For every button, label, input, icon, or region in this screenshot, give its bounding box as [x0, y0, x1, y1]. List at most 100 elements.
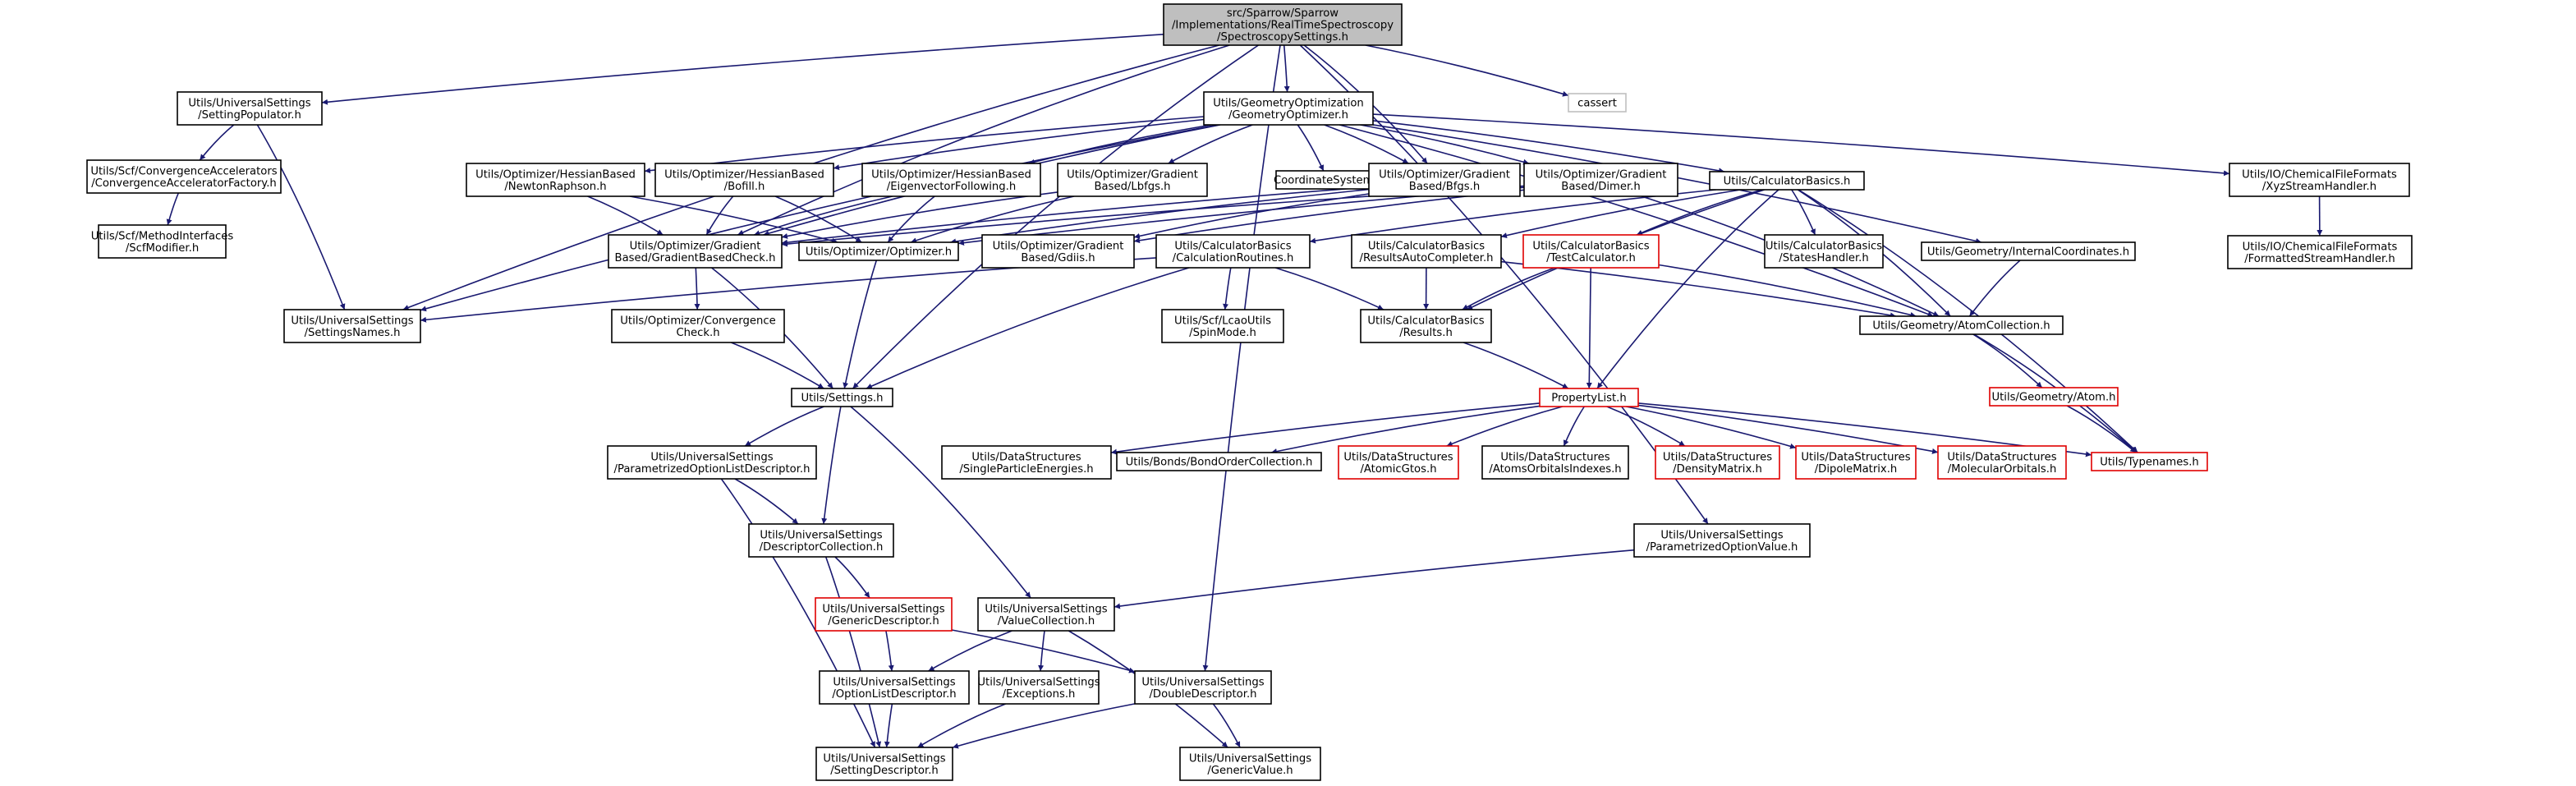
- node-states-handler[interactable]: Utils/CalculatorBasics/StatesHandler.h: [1764, 234, 1884, 269]
- node-param-option-list[interactable]: Utils/UniversalSettings/ParametrizedOpti…: [607, 445, 817, 480]
- node-box: [2091, 452, 2208, 471]
- node-label-line: Utils/UniversalSettings: [760, 529, 882, 541]
- edge-gradient_bfgs-to-optimizer: [949, 188, 1370, 245]
- node-box: [1937, 445, 2067, 480]
- node-label-line: /Results.h: [1399, 327, 1453, 339]
- node-box: [1523, 163, 1678, 197]
- node-label-line: Utils/CalculatorBasics: [1766, 240, 1882, 252]
- node-generic-value[interactable]: Utils/UniversalSettings/GenericValue.h: [1179, 747, 1321, 781]
- node-box: [791, 388, 893, 407]
- node-gradient-bfgs[interactable]: Utils/Optimizer/GradientBased/Bfgs.h: [1368, 163, 1521, 197]
- node-label-line: Utils/Geometry/Atom.h: [1991, 392, 2115, 404]
- node-typenames[interactable]: Utils/Typenames.h: [2091, 452, 2208, 471]
- edge-atom_collection-to-atom: [1972, 333, 2043, 388]
- node-scf-modifier[interactable]: Utils/Scf/MethodInterfaces/ScfModifier.h: [91, 224, 234, 259]
- node-molecular-orbitals[interactable]: Utils/DataStructures/MolecularOrbitals.h: [1937, 445, 2067, 480]
- node-single-particle[interactable]: Utils/DataStructures/SingleParticleEnerg…: [941, 445, 1112, 480]
- node-box: [1351, 234, 1502, 269]
- edge-calculator_basics-to-test_calculator: [1636, 189, 1762, 236]
- node-label-line: /GeometryOptimizer.h: [1228, 109, 1348, 122]
- node-test-calculator[interactable]: Utils/CalculatorBasics/TestCalculator.h: [1522, 234, 1660, 269]
- node-coordinate-system[interactable]: CoordinateSystem.h: [1274, 170, 1384, 190]
- node-setting-desc[interactable]: Utils/UniversalSettings/SettingDescripto…: [815, 747, 953, 781]
- node-settings[interactable]: Utils/Settings.h: [791, 388, 893, 407]
- node-hessian-newton[interactable]: Utils/Optimizer/HessianBased/NewtonRaphs…: [466, 163, 645, 197]
- node-settings-names[interactable]: Utils/UniversalSettings/SettingsNames.h: [283, 309, 421, 343]
- node-calculator-basics[interactable]: Utils/CalculatorBasics.h: [1709, 171, 1865, 191]
- node-label-line: Utils/CalculatorBasics: [1368, 240, 1485, 252]
- node-gradient-lbfgs[interactable]: Utils/Optimizer/GradientBased/Lbfgs.h: [1057, 163, 1208, 197]
- node-density-matrix[interactable]: Utils/DataStructures/DensityMatrix.h: [1655, 445, 1780, 480]
- node-box: [1655, 445, 1780, 480]
- node-spin-mode[interactable]: Utils/Scf/LcaoUtils/SpinMode.h: [1161, 309, 1284, 343]
- edge-calculator_basics-to-typenames: [1798, 189, 2138, 453]
- node-atomic-gtos[interactable]: Utils/DataStructures/AtomicGtos.h: [1338, 445, 1459, 480]
- node-label-line: /ParametrizedOptionValue.h: [1646, 541, 1798, 554]
- edge-calc_routines-to-spin_mode: [1223, 267, 1232, 310]
- edge-option_list_desc-to-setting_desc: [884, 703, 893, 748]
- node-calc-routines[interactable]: Utils/CalculatorBasics/CalculationRoutin…: [1155, 234, 1311, 269]
- node-label-line: Utils/CalculatorBasics: [1174, 240, 1291, 252]
- edge-generic_descriptor-to-double_desc: [951, 629, 1136, 673]
- edge-gradient_lbfgs-to-optimizer: [910, 195, 1075, 244]
- node-geometry-optimizer[interactable]: Utils/GeometryOptimization/GeometryOptim…: [1203, 91, 1374, 126]
- node-box: [1921, 241, 2136, 261]
- edge-geometry_optimizer-to-xyz_stream: [1372, 113, 2230, 177]
- node-box: [611, 309, 785, 343]
- node-gradient-check[interactable]: Utils/Optimizer/GradientBased/GradientBa…: [608, 234, 783, 269]
- node-gradient-gdiis[interactable]: Utils/Optimizer/GradientBased/Gdiis.h: [981, 234, 1135, 269]
- node-box: [607, 445, 817, 480]
- node-property-list[interactable]: PropertyList.h: [1539, 388, 1639, 407]
- node-box: [608, 234, 783, 269]
- node-hessian-eigen[interactable]: Utils/Optimizer/HessianBased/Eigenvector…: [861, 163, 1041, 197]
- node-label-line: /TestCalculator.h: [1546, 252, 1636, 264]
- node-label-line: Utils/DataStructures: [1947, 451, 2056, 463]
- node-value-collection[interactable]: Utils/UniversalSettings/ValueCollection.…: [977, 597, 1115, 632]
- node-label-line: Utils/UniversalSettings: [1189, 752, 1311, 765]
- node-option-list-desc[interactable]: Utils/UniversalSettings/OptionListDescri…: [819, 670, 970, 705]
- node-label-line: Utils/UniversalSettings: [1660, 529, 1783, 541]
- node-param-option-value[interactable]: Utils/UniversalSettings/ParametrizedOpti…: [1633, 523, 1811, 558]
- node-atom-collection[interactable]: Utils/Geometry/AtomCollection.h: [1859, 315, 2064, 335]
- node-setting-populator[interactable]: Utils/UniversalSettings/SettingPopulator…: [177, 91, 323, 126]
- node-xyz-stream[interactable]: Utils/IO/ChemicalFileFormats/XyzStreamHa…: [2229, 163, 2410, 197]
- edge-property_list-to-atoms_orbitals: [1563, 406, 1585, 447]
- node-double-desc[interactable]: Utils/UniversalSettings/DoubleDescriptor…: [1134, 670, 1272, 705]
- node-label-line: Check.h: [676, 327, 719, 339]
- node-label-line: /StatesHandler.h: [1779, 252, 1869, 264]
- node-label-line: Utils/Geometry/AtomCollection.h: [1872, 320, 2050, 333]
- node-label-line: /SpinMode.h: [1189, 327, 1256, 339]
- node-box: [1568, 93, 1627, 113]
- node-generic-descriptor[interactable]: Utils/UniversalSettings/GenericDescripto…: [815, 597, 953, 632]
- node-results[interactable]: Utils/CalculatorBasics/Results.h: [1360, 309, 1492, 343]
- node-label-line: Utils/CalculatorBasics.h: [1724, 176, 1851, 188]
- node-dipole-matrix[interactable]: Utils/DataStructures/DipoleMatrix.h: [1795, 445, 1917, 480]
- node-convergence-accel-factory[interactable]: Utils/Scf/ConvergenceAccelerators/Conver…: [86, 159, 282, 194]
- node-atom[interactable]: Utils/Geometry/Atom.h: [1989, 387, 2119, 407]
- edge-gradient_check-to-convergence_check: [694, 267, 700, 310]
- edge-gradient_lbfgs-to-gradient_check: [781, 191, 1058, 239]
- node-label-line: /OptionListDescriptor.h: [832, 688, 956, 701]
- node-descriptor-collection[interactable]: Utils/UniversalSettings/DescriptorCollec…: [748, 523, 894, 558]
- node-box: [1203, 91, 1374, 126]
- node-internal-coords[interactable]: Utils/Geometry/InternalCoordinates.h: [1921, 241, 2136, 261]
- node-label-line: Utils/Optimizer/Gradient: [630, 240, 761, 252]
- node-box: [98, 224, 227, 259]
- node-bond-order[interactable]: Utils/Bonds/BondOrderCollection.h: [1116, 452, 1322, 471]
- node-optimizer[interactable]: Utils/Optimizer/Optimizer.h: [798, 241, 959, 261]
- node-label-line: Utils/CalculatorBasics: [1367, 315, 1484, 327]
- node-formatted-stream[interactable]: Utils/IO/ChemicalFileFormats/FormattedSt…: [2227, 235, 2413, 269]
- node-root[interactable]: src/Sparrow/Sparrow/Implementations/Real…: [1163, 3, 1403, 46]
- edge-property_list-to-bond_order: [1270, 405, 1541, 455]
- node-cassert[interactable]: cassert: [1568, 93, 1627, 113]
- node-gradient-dimer[interactable]: Utils/Optimizer/GradientBased/Dimer.h: [1523, 163, 1678, 197]
- node-label-line: Utils/Optimizer/Convergence: [620, 315, 775, 327]
- edge-geometry_optimizer-to-coordinate_system: [1297, 124, 1325, 172]
- node-hessian-bofill[interactable]: Utils/Optimizer/HessianBased/Bofill.h: [654, 163, 834, 197]
- node-atoms-orbitals[interactable]: Utils/DataStructures/AtomsOrbitalsIndexe…: [1481, 445, 1629, 480]
- node-results-auto[interactable]: Utils/CalculatorBasics/ResultsAutoComple…: [1351, 234, 1502, 269]
- node-exceptions[interactable]: Utils/UniversalSettings/Exceptions.h: [977, 670, 1100, 705]
- node-box: [283, 309, 421, 343]
- edge-convergence_accel_factory-to-scf_modifier: [166, 192, 180, 226]
